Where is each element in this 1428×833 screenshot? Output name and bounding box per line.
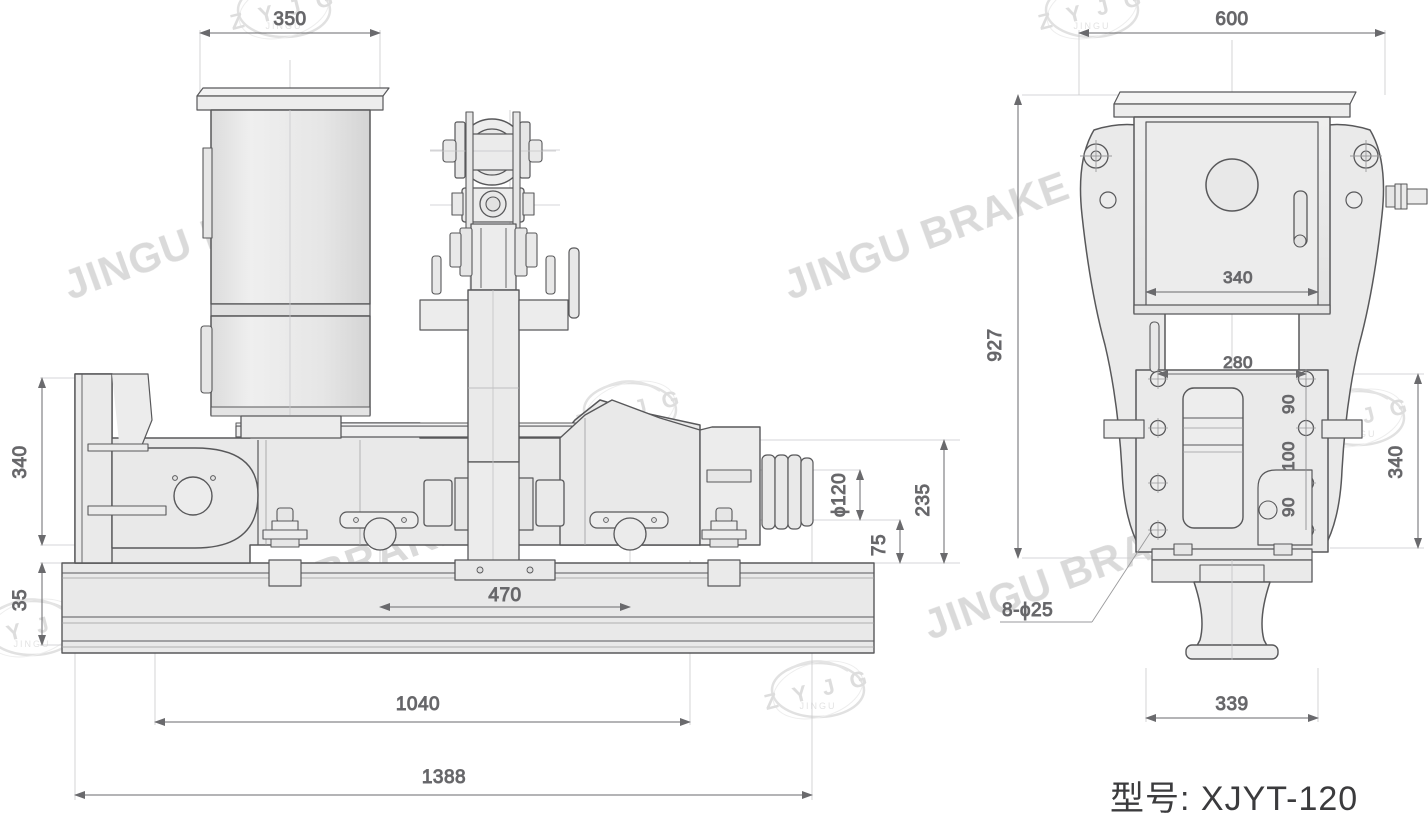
cylinder-upper bbox=[210, 109, 371, 305]
anchor-bolt-left bbox=[262, 507, 308, 587]
cylinder-base bbox=[240, 415, 342, 439]
leader-line-8-phi25 bbox=[1091, 529, 1153, 623]
dim-75: 75 bbox=[869, 534, 890, 556]
dim-340-box: 340 bbox=[1223, 268, 1253, 287]
pivot-hole bbox=[173, 476, 213, 516]
upper-housing bbox=[1133, 116, 1428, 315]
front-view-dimensions: 350 340 35 ϕ120 75 235 470 1040 1388 bbox=[10, 9, 948, 799]
right-tab bbox=[1321, 419, 1363, 439]
top-cap-plate bbox=[1113, 91, 1357, 118]
model-label: 型号: XJYT-120 bbox=[1110, 780, 1358, 818]
linkage-tower bbox=[419, 111, 580, 581]
dim-1040: 1040 bbox=[396, 694, 440, 715]
dim-100-mid: 100 bbox=[1279, 441, 1298, 471]
side-boss-upper bbox=[202, 147, 213, 239]
shoe-slot bbox=[1182, 387, 1244, 529]
port-slot bbox=[706, 469, 752, 483]
cylinder-lower bbox=[210, 315, 371, 416]
side-boss-lower bbox=[200, 325, 213, 394]
hydraulic-power-unit bbox=[196, 87, 390, 439]
dim-927: 927 bbox=[985, 328, 1006, 361]
dim-600-top: 600 bbox=[1215, 9, 1248, 30]
brake-shoe bbox=[454, 559, 556, 581]
callout-8-phi25: 8-ϕ25 bbox=[1002, 600, 1053, 621]
dim-90-lower: 90 bbox=[1279, 497, 1298, 517]
dim-280: 280 bbox=[1223, 353, 1253, 372]
dim-340-left: 340 bbox=[10, 445, 31, 478]
left-tab bbox=[1103, 419, 1145, 439]
dim-350-top: 350 bbox=[273, 9, 306, 30]
dim-35-left: 35 bbox=[10, 589, 31, 611]
front-elevation-view bbox=[40, 30, 960, 800]
dim-470: 470 bbox=[488, 585, 521, 606]
dim-339-bottom: 339 bbox=[1215, 694, 1248, 715]
dim-235: 235 bbox=[913, 483, 934, 516]
bellows-boot bbox=[761, 454, 814, 530]
dim-1388: 1388 bbox=[422, 767, 466, 788]
rail-profile bbox=[1151, 543, 1313, 660]
mounting-plate bbox=[1103, 321, 1363, 553]
side-view-dimensions: 600 927 340 280 90 100 90 340 339 8-ϕ25 bbox=[985, 9, 1422, 722]
hose-fitting bbox=[1385, 183, 1428, 210]
end-elevation-view bbox=[1022, 30, 1428, 722]
dim-340-right: 340 bbox=[1386, 445, 1407, 478]
anchor-bolt-right bbox=[701, 507, 747, 587]
mount-hardware bbox=[339, 511, 669, 551]
filler-port bbox=[1205, 158, 1259, 212]
dim-phi120: ϕ120 bbox=[829, 473, 850, 517]
dim-90-upper: 90 bbox=[1279, 394, 1298, 414]
